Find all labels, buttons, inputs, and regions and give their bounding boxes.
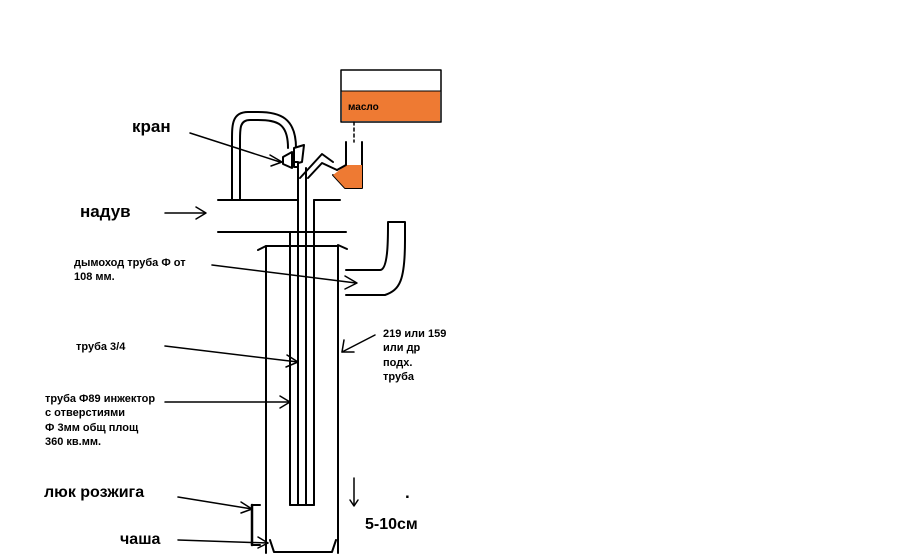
arrow-chasha: [177, 539, 269, 544]
arrow-truba34: [164, 345, 299, 363]
valve: [282, 144, 305, 169]
label-maslo: масло: [348, 102, 379, 113]
arrow-outer: [341, 334, 376, 353]
label-chasha: чаша: [120, 531, 161, 548]
label-injector: труба Ф89 инжектор с отверстиями Ф 3мм о…: [45, 393, 156, 448]
label-kran: кран: [132, 117, 171, 136]
label-dot: .: [405, 483, 410, 502]
label-naduv: надув: [80, 202, 131, 221]
hose-loop: [231, 111, 297, 201]
label-lyuk: люк розжига: [44, 484, 145, 501]
label-gap: 5-10см: [365, 516, 418, 533]
arrow-kran: [189, 132, 281, 163]
label-outer-pipe: 219 или 159 или др подх. труба: [383, 328, 447, 383]
arrow-lyuk: [177, 496, 253, 510]
chimney: [345, 221, 406, 296]
oil-funnel: [332, 141, 363, 189]
funnel-connector: [299, 153, 338, 179]
hose-loop-inner: [239, 119, 289, 201]
bowl: [269, 539, 337, 553]
oil-tank: [340, 69, 442, 123]
arrow-dymokhod: [211, 264, 357, 284]
label-truba34: труба 3/4: [76, 341, 126, 353]
label-dymokhod: дымоход труба Ф от 108 мм.: [74, 257, 186, 284]
